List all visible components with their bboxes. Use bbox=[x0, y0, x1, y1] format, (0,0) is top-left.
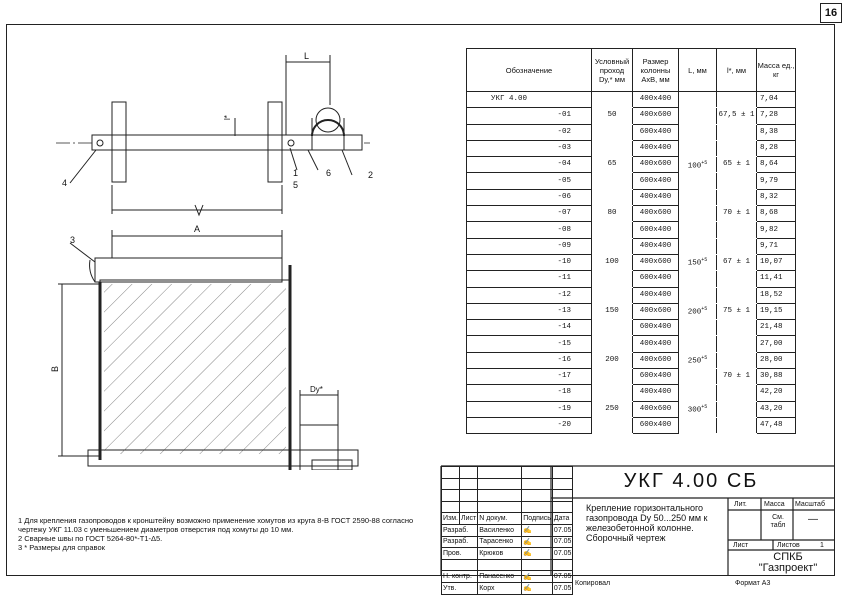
dim-l-label: l* bbox=[223, 115, 232, 120]
signature: ✍ bbox=[521, 535, 553, 549]
signature: ✍ bbox=[521, 523, 553, 537]
table-header-row: Обозначение Условный проход Dy,* мм Разм… bbox=[466, 48, 796, 92]
assembly-drawing: L l* A B Dy* 1 2 3 4 5 6 bbox=[50, 51, 373, 470]
signature: ✍ bbox=[521, 570, 553, 583]
col-sign: Подпись bbox=[521, 512, 553, 525]
col-list: Лист bbox=[458, 512, 479, 525]
notes: 1 Для крепления газопроводов к кронштейн… bbox=[18, 516, 428, 552]
note-2: 2 Сварные швы по ГОСТ 5264-80*-Т1-Δ5. bbox=[18, 534, 163, 543]
callout-3: 3 bbox=[70, 235, 75, 245]
mass-cell: 8,64 bbox=[756, 156, 796, 174]
mass-label: Масса bbox=[764, 501, 785, 508]
scale-label: Масштаб bbox=[795, 501, 825, 508]
mass-cell: 7,28 bbox=[756, 107, 796, 125]
person-row: Разраб.Тарасенко✍07.05 bbox=[440, 535, 574, 549]
callout-6: 6 bbox=[326, 168, 331, 178]
dim-B-label: B bbox=[50, 366, 60, 372]
callout-1: 1 bbox=[293, 168, 298, 178]
person-row: Н. контр.Панасенко✍07.05 bbox=[440, 570, 574, 583]
header-size: Размер колонны AxB, мм bbox=[632, 48, 679, 92]
drawing-code: УКГ 4.00 СБ bbox=[623, 470, 759, 492]
header-L: L, мм bbox=[678, 48, 717, 92]
sheets-value: 1 bbox=[820, 542, 824, 549]
callout-4: 4 bbox=[62, 178, 67, 188]
person-row: Пров.Крюков✍07.05 bbox=[440, 547, 574, 560]
sheets-label: Листов bbox=[777, 542, 800, 549]
header-mass: Масса ед., кг bbox=[756, 48, 796, 92]
lit-label: Лит. bbox=[734, 501, 747, 508]
scale-value: — bbox=[808, 514, 818, 525]
drawing-frame bbox=[6, 24, 835, 576]
col-date: Дата bbox=[551, 512, 574, 525]
mass-value: См. табл bbox=[770, 514, 786, 529]
note-3: 3 * Размеры для справок bbox=[18, 543, 105, 552]
sheet-label: Лист bbox=[733, 542, 749, 549]
dim-L-label: L bbox=[304, 51, 309, 61]
col-doc: N докум. bbox=[477, 512, 523, 525]
note-1: 1 Для крепления газопроводов к кронштейн… bbox=[18, 516, 414, 534]
sheet-number: 16 bbox=[820, 3, 842, 23]
organization: СПКБ "Газпроект" bbox=[758, 551, 818, 574]
mass-cell: 47,48 bbox=[756, 416, 796, 435]
callout-5: 5 bbox=[293, 180, 298, 190]
dim-Dy-label: Dy* bbox=[310, 385, 323, 394]
concrete-hatching bbox=[104, 284, 286, 454]
format-label: Формат А3 bbox=[735, 580, 771, 587]
specification-table: Обозначение Условный проход Dy,* мм Разм… bbox=[466, 48, 796, 435]
drawing-description: Крепление горизонтального газопровода Dy… bbox=[586, 503, 708, 543]
callout-2: 2 bbox=[368, 170, 373, 180]
title-block-header-row: Изм. Лист N докум. Подпись Дата bbox=[441, 512, 574, 525]
signature: ✍ bbox=[521, 547, 553, 560]
person-row: Разраб.Василенко✍07.05 bbox=[440, 523, 574, 537]
dim-A-label: A bbox=[194, 224, 200, 234]
copied-label: Копировал bbox=[575, 580, 611, 587]
